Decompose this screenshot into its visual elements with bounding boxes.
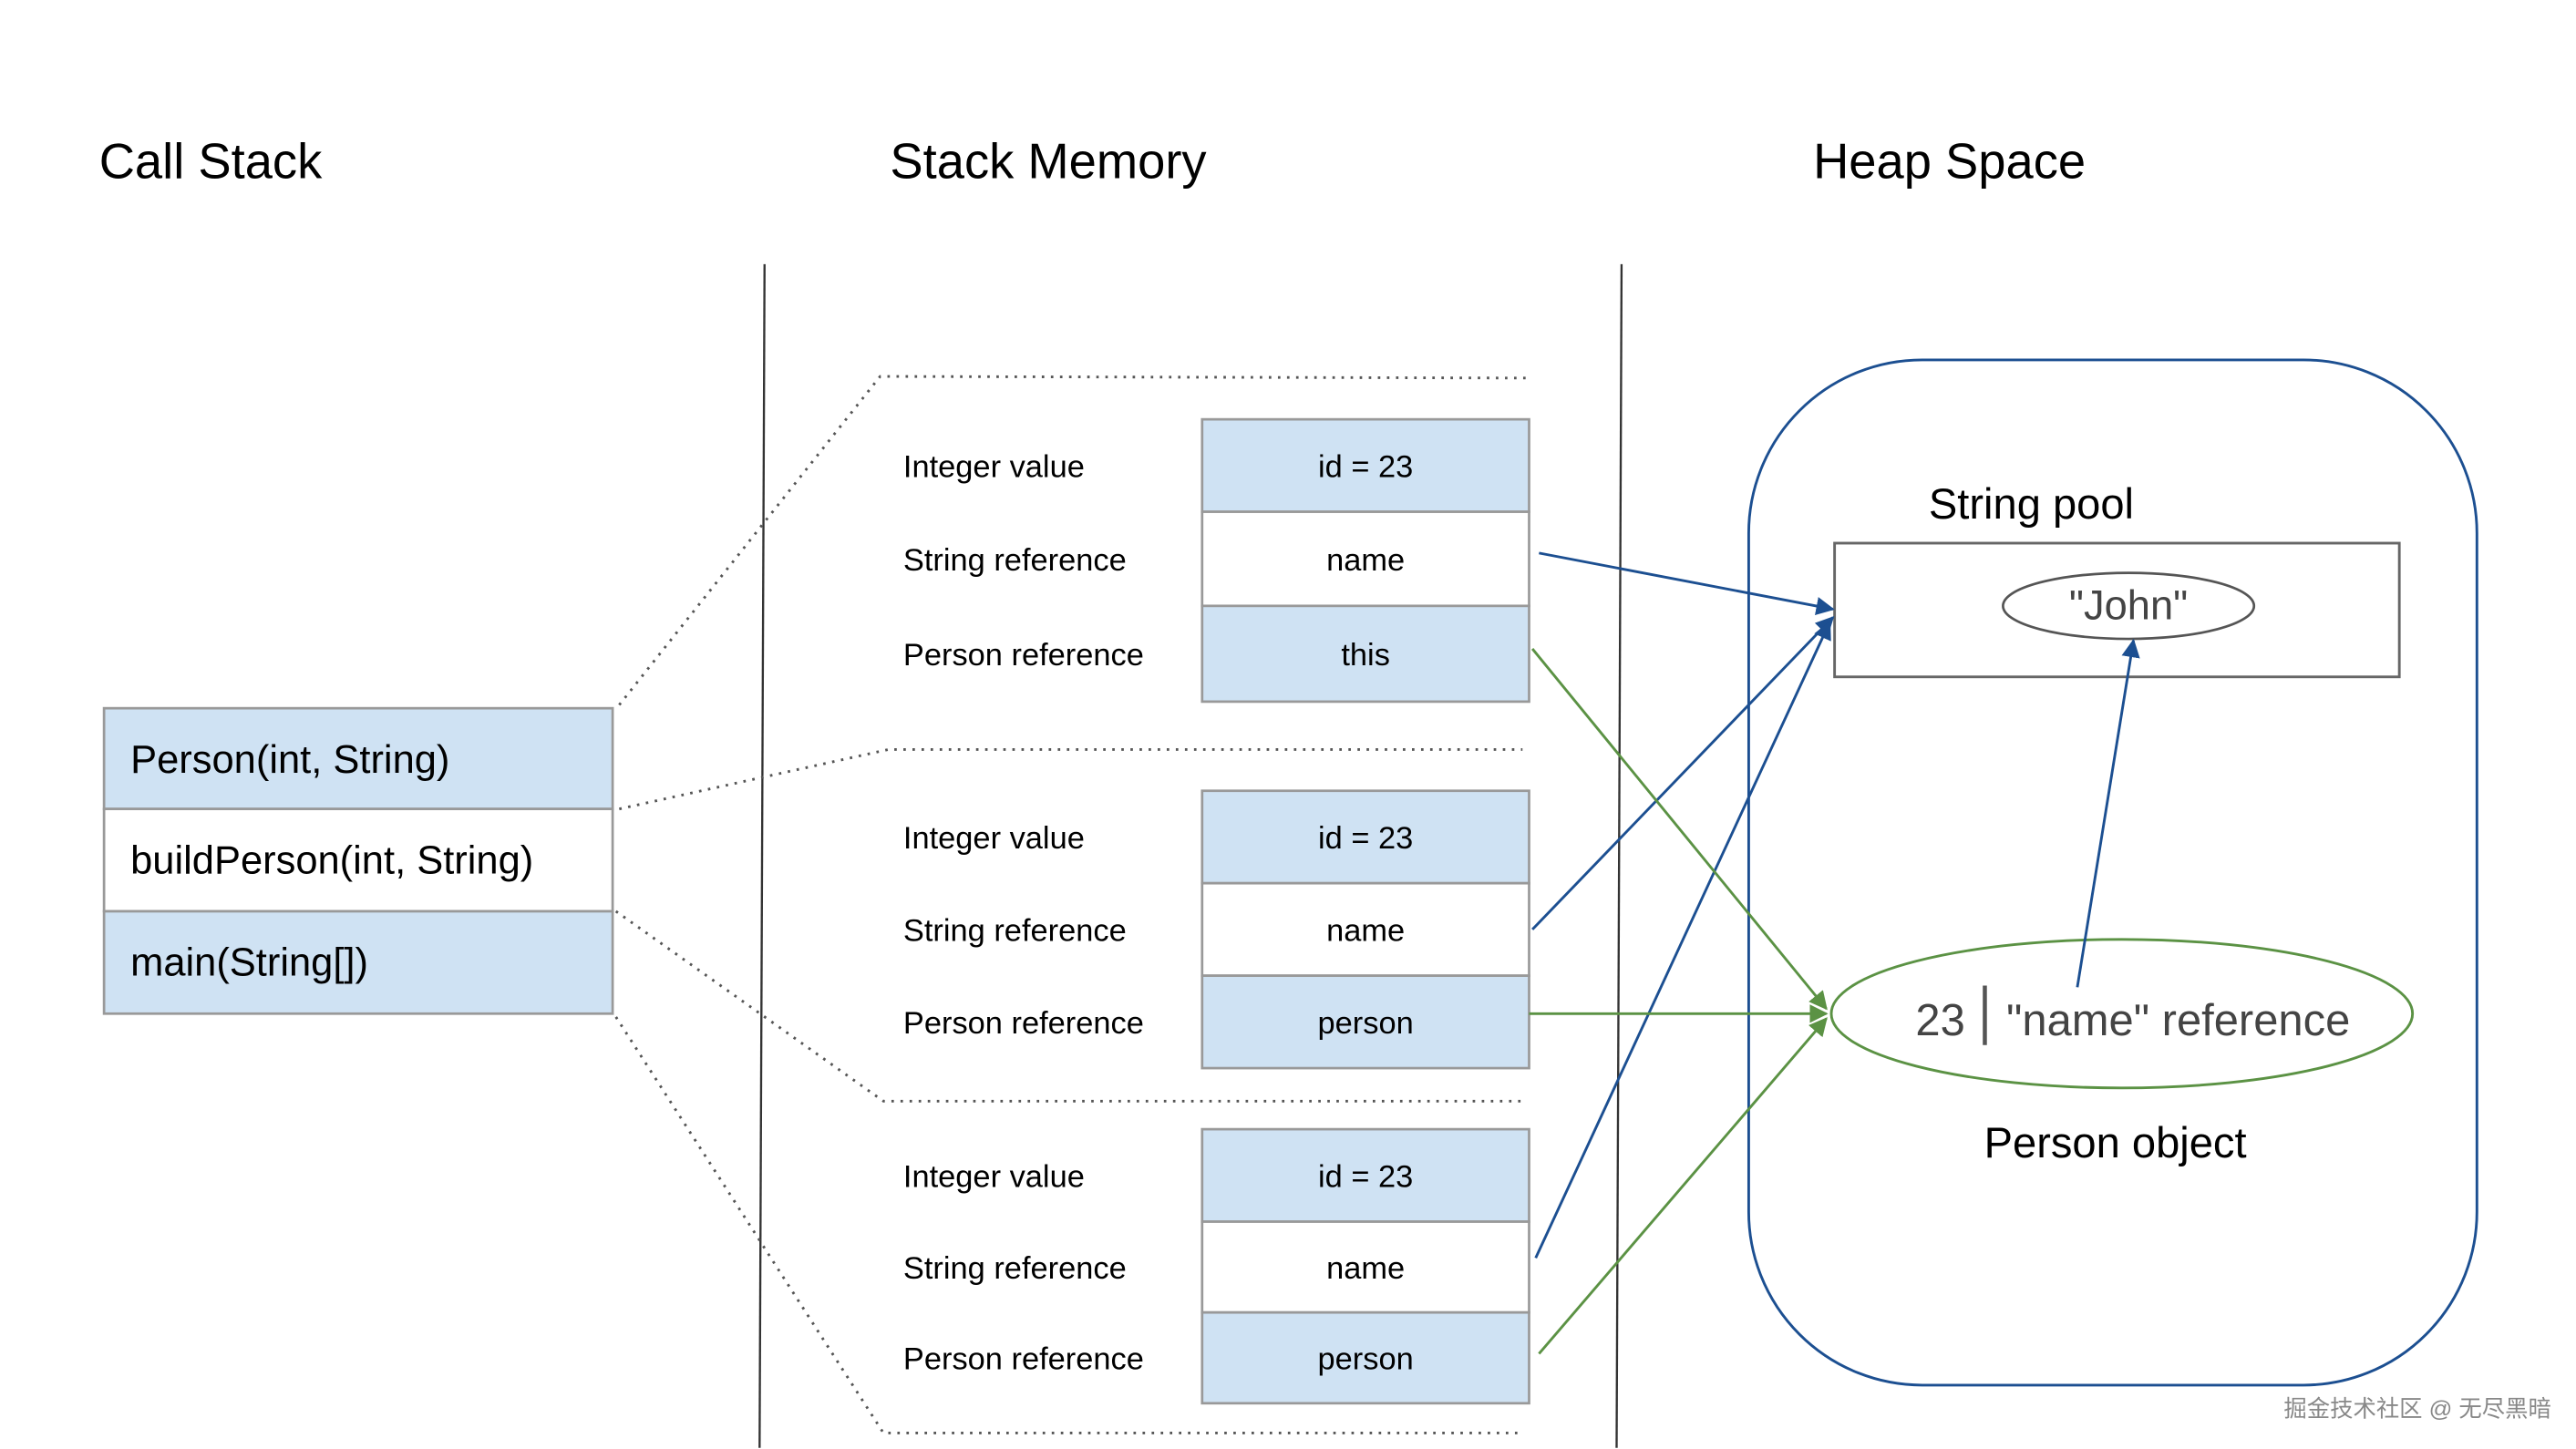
call-stack-frame-label: main(String[]) [130,941,368,985]
person-object-node [1829,938,2415,1090]
heap-space-title: Heap Space [1813,134,2086,190]
stack-row-label: String reference [903,1251,1127,1286]
frame-connector [618,375,1528,706]
stack-value-cell [1200,789,1530,885]
column-divider [758,263,766,1448]
stack-value-cell [1200,510,1530,608]
string-ref-arrow [1534,621,1831,1259]
stack-frame-group: Integer value id = 23 String reference name… [903,1127,1530,1405]
stack-row-value: id = 23 [1318,1160,1413,1195]
stack-value-cell [1200,417,1530,513]
name-field-arrow [2076,638,2140,988]
stack-row-label: Integer value [903,1160,1085,1195]
stack-value-cell [1200,604,1530,704]
call-stack-frame-label: Person(int, String) [130,738,449,782]
stack-row-label: Integer value [903,821,1085,856]
stack-row-label: Integer value [903,450,1085,485]
stack-row-value: id = 23 [1318,450,1413,485]
stack-frame-group: Integer value id = 23 String reference name… [903,417,1530,704]
stack-row-value: id = 23 [1318,821,1413,856]
string-ref-arrow [1539,551,1835,616]
frame-connector [619,747,1523,811]
stack-row-value: name [1326,914,1405,949]
stack-frame-group: Integer value id = 23 String reference name… [903,789,1530,1070]
call-stack-frame [102,909,614,1015]
stack-row-label: String reference [903,914,1127,949]
call-stack-frame [102,706,614,811]
stack-value-cell [1200,1220,1530,1314]
person-object-label: Person object [1984,1118,2247,1166]
stack-row-value: this [1341,638,1390,673]
heap-space-region [1747,358,2478,1387]
frame-connector [614,1016,1523,1434]
stack-row-label: Person reference [903,638,1144,673]
person-name-field: "name" reference [2006,996,2350,1045]
stack-row-value: name [1326,1251,1405,1286]
john-string-value: "John" [2069,581,2188,628]
stack-row-label: Person reference [903,1342,1144,1377]
person-ref-arrow [1530,648,1828,1011]
call-stack-title: Call Stack [99,134,323,190]
call-stack-frame [102,807,614,913]
person-ref-arrow [1538,1017,1828,1355]
string-pool-label: String pool [1929,479,2134,528]
call-stack-frame-label: buildPerson(int, String) [130,838,533,882]
frame-connector [614,909,1523,1103]
stack-value-cell [1200,1310,1530,1405]
watermark: 掘金技术社区 @ 无尽黑暗 [2283,1396,2550,1422]
string-ref-arrow [1531,616,1835,930]
stack-memory-title: Stack Memory [890,134,1207,190]
stack-row-value: name [1326,543,1405,578]
stack-value-cell [1200,974,1530,1070]
column-divider [1615,263,1623,1448]
stack-memory: Integer value id = 23 String reference name… [903,417,1530,1405]
stack-row-value: person [1318,1342,1414,1377]
call-stack: Person(int, String) buildPerson(int, Stri… [102,706,614,1015]
stack-row-label: String reference [903,543,1127,578]
stack-row-value: person [1318,1006,1414,1041]
person-id-value: 23 [1915,996,1964,1045]
stack-row-label: Person reference [903,1006,1144,1041]
